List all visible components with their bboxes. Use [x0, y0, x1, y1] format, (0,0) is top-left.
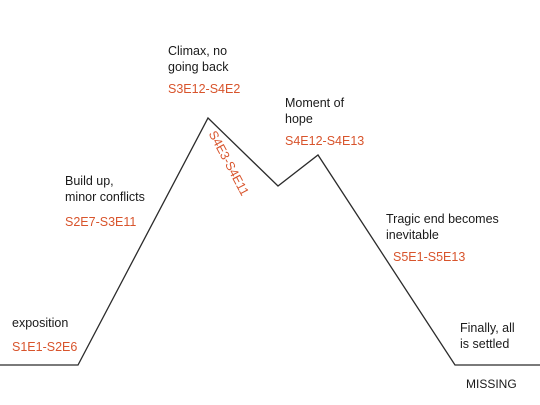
stage-build-up-label: Build up, minor conflicts	[65, 174, 145, 204]
stage-climax-label: Climax, no going back	[168, 44, 229, 74]
stage-tragic-episodes: S5E1-S5E13	[393, 250, 466, 264]
stage-settled-label: Finally, all is settled	[460, 321, 515, 351]
stage-build-up-episodes: S2E7-S3E11	[65, 215, 137, 229]
footer-label: MISSING	[466, 377, 517, 391]
stage-hope-label: Moment of hope	[285, 96, 345, 126]
stage-hope-episodes: S4E12-S4E13	[285, 134, 365, 148]
stage-tragic-label: Tragic end becomes inevitable	[386, 212, 499, 242]
arc-path	[0, 116, 540, 366]
stage-exposition-label: exposition	[12, 316, 69, 330]
stage-exposition-episodes: S1E1-S2E6	[12, 340, 78, 354]
stage-climax-episodes: S3E12-S4E2	[168, 82, 241, 96]
